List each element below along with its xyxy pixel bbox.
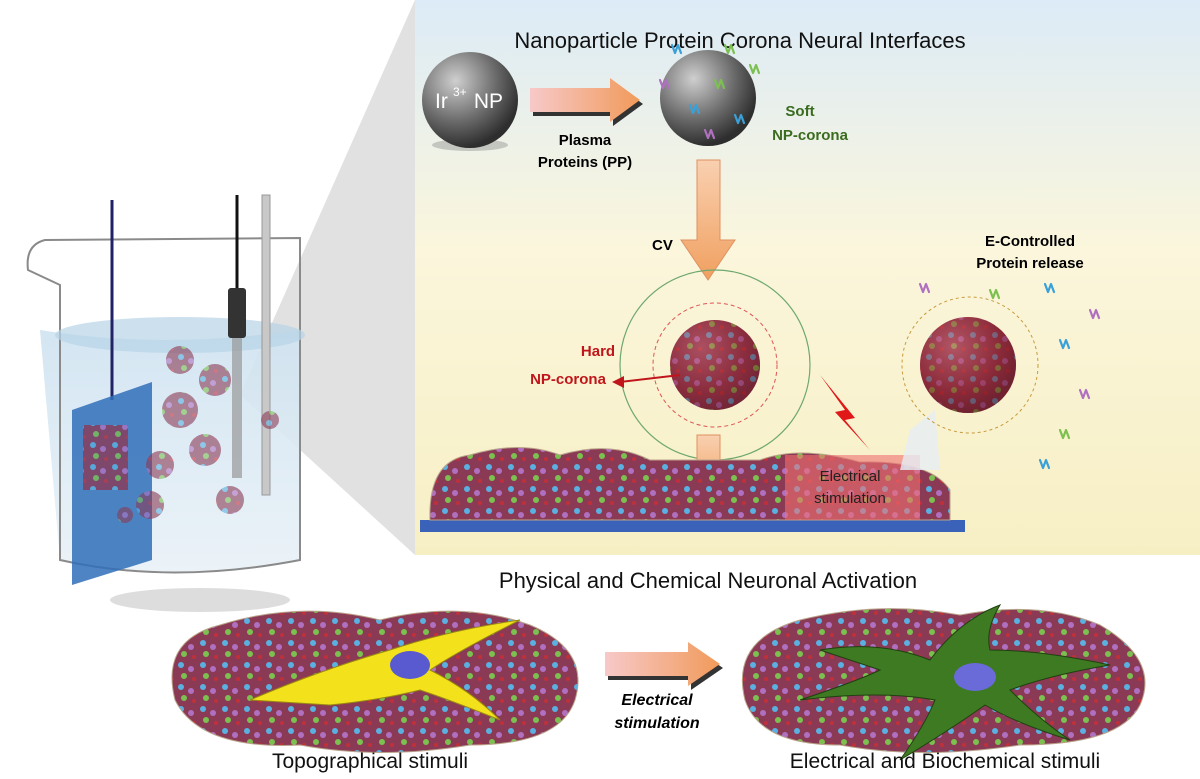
neuron-left bbox=[249, 619, 521, 721]
soft-label-2: NP-corona bbox=[772, 127, 849, 144]
left-caption: Topographical stimuli bbox=[272, 750, 468, 773]
soft-corona-nanoparticle bbox=[660, 50, 756, 146]
bottom-title: Physical and Chemical Neuronal Activatio… bbox=[499, 568, 917, 593]
arrow-activation bbox=[605, 642, 720, 686]
substrate bbox=[420, 520, 965, 532]
bottom-arrow-label-1: Electrical bbox=[621, 692, 693, 709]
plasma-label-1: Plasma bbox=[559, 132, 612, 149]
arrow-plasma bbox=[530, 78, 643, 126]
estim-label-2: stimulation bbox=[814, 490, 886, 507]
hard-label-1: Hard bbox=[581, 343, 615, 360]
soft-label-1: Soft bbox=[785, 103, 814, 120]
bottom-arrow-label-2: stimulation bbox=[614, 715, 700, 732]
arrow-cv bbox=[680, 159, 736, 281]
estim-label-1: Electrical bbox=[820, 468, 881, 485]
panel-title: Nanoparticle Protein Corona Neural Inter… bbox=[514, 28, 965, 53]
lightning-icon bbox=[820, 375, 870, 450]
ir-nanoparticle bbox=[422, 52, 518, 148]
released-corona-shell bbox=[901, 296, 1039, 434]
nucleus-left bbox=[390, 651, 430, 679]
release-label-1: E-Controlled bbox=[985, 233, 1075, 250]
hard-label-2: NP-corona bbox=[530, 371, 607, 388]
np-label-sup: 3+ bbox=[453, 85, 467, 99]
nucleus-right bbox=[954, 663, 996, 691]
hard-corona-shell bbox=[652, 302, 778, 428]
stimulation-area bbox=[785, 455, 920, 520]
right-caption: Electrical and Biochemical stimuli bbox=[790, 750, 1100, 773]
counter-electrode bbox=[261, 194, 271, 496]
reference-electrode bbox=[228, 288, 246, 338]
neuron-right bbox=[799, 604, 1111, 761]
beaker bbox=[26, 194, 305, 612]
cv-label: CV bbox=[652, 237, 673, 254]
np-label-end: NP bbox=[468, 90, 503, 113]
np-label-main: Ir bbox=[435, 90, 448, 113]
release-label-2: Protein release bbox=[976, 255, 1084, 272]
plasma-label-2: Proteins (PP) bbox=[538, 154, 632, 171]
